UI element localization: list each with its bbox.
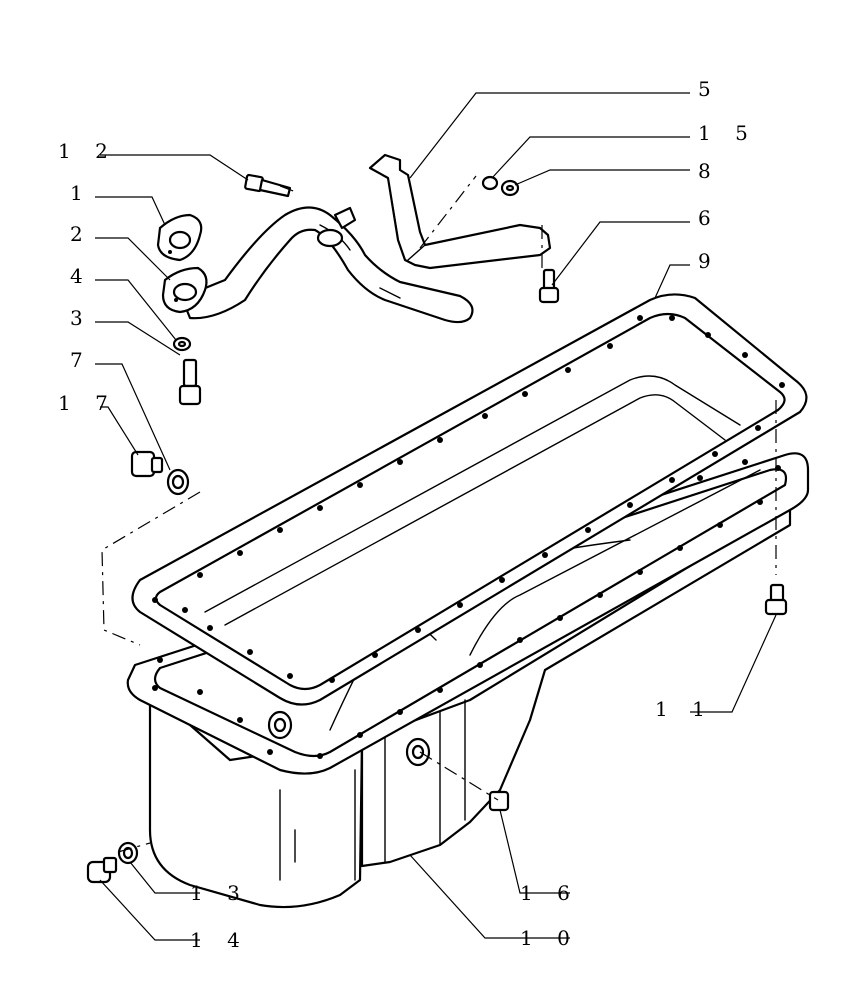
callout-13: 1 3 (190, 881, 249, 905)
oil-pipe-bracket (333, 153, 552, 270)
callout-7: 7 (70, 348, 92, 372)
callout-9: 9 (698, 249, 720, 273)
bolt-3 (178, 358, 202, 406)
callout-labels: 1 2 3 4 5 6 7 8 9 1 0 1 1 1 2 1 3 1 4 1 … (58, 77, 757, 952)
washer-4 (172, 336, 192, 352)
plug-14 (86, 856, 118, 884)
drain-plug-17 (130, 450, 164, 478)
callout-17: 1 7 (58, 391, 117, 415)
washer-13 (117, 841, 139, 865)
bolt-11 (764, 583, 788, 616)
callout-16: 1 6 (520, 881, 579, 905)
plug-16 (488, 790, 510, 812)
nut-8 (500, 179, 520, 197)
leader-lines (95, 92, 777, 941)
callout-2: 2 (70, 222, 92, 246)
oil-pan-gasket (131, 293, 808, 706)
pipe-flange-2 (161, 266, 208, 314)
bolt-12 (244, 173, 292, 198)
callout-3: 3 (70, 306, 92, 330)
callout-11: 1 1 (655, 697, 714, 721)
oil-suction-pipe (180, 206, 474, 324)
callout-8: 8 (698, 159, 720, 183)
washer-7 (166, 468, 190, 496)
callout-12: 1 2 (58, 139, 117, 163)
callout-1: 1 (70, 181, 92, 205)
nut-15 (481, 175, 499, 191)
assembly-lines (101, 175, 777, 853)
callout-5: 5 (698, 77, 720, 101)
callout-14: 1 4 (190, 928, 249, 952)
callout-4: 4 (70, 264, 92, 288)
callout-15: 1 5 (698, 121, 757, 145)
callout-6: 6 (698, 206, 720, 230)
flange-gasket-1 (156, 213, 203, 262)
callout-10: 1 0 (520, 926, 579, 950)
bolt-6 (538, 268, 560, 304)
